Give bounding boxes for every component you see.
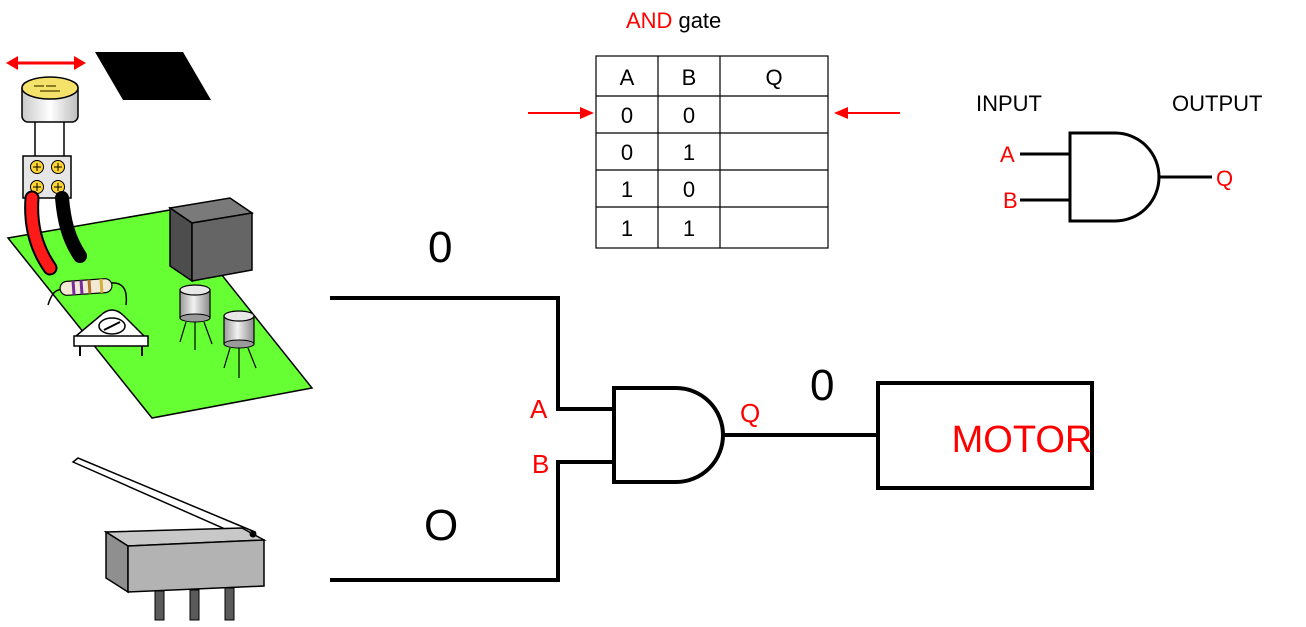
gate-label-b: B [532,449,549,479]
gate-label-q: Q [740,398,760,428]
output-label: OUTPUT [1172,91,1262,116]
light-sensor-board-illustration [6,52,314,419]
symbol-label-b: B [1003,188,1018,213]
main-circuit: 0 O 0 A B Q MOTOR [330,223,1094,582]
motor-label: MOTOR [952,419,1093,461]
micro-switch-illustration [71,457,267,621]
double-arrow-icon [6,56,86,70]
arrow-left-icon [834,107,900,119]
input-label: INPUT [976,91,1042,116]
table-header-b: B [682,65,697,90]
table-cell: 1 [683,140,695,165]
circuit-board [6,209,314,419]
input-b-value: O [424,501,458,550]
arrow-right-icon [528,107,594,119]
gate-label-a: A [530,394,548,424]
table-cell: 1 [621,177,633,202]
table-header-a: A [620,65,635,90]
table-cell: 1 [621,216,633,241]
input-a-value: 0 [428,223,452,272]
and-gate-main [612,386,725,484]
table-header-q: Q [765,65,782,90]
symbol-label-q: Q [1216,166,1233,191]
motor-box [876,381,1094,490]
symbol-label-a: A [1000,142,1015,167]
wire-input-b [330,460,614,582]
and-gate-symbol: INPUT OUTPUT A B Q [976,91,1262,223]
table-cell: 0 [683,103,695,128]
and-gate-shape [1068,131,1161,223]
table-cell: 0 [683,177,695,202]
output-value: 0 [810,361,834,410]
table-cell: 0 [621,103,633,128]
table-cell: 0 [621,140,633,165]
light-shade-card [95,52,211,100]
table-cell: 1 [683,216,695,241]
wire-input-a [330,296,614,411]
